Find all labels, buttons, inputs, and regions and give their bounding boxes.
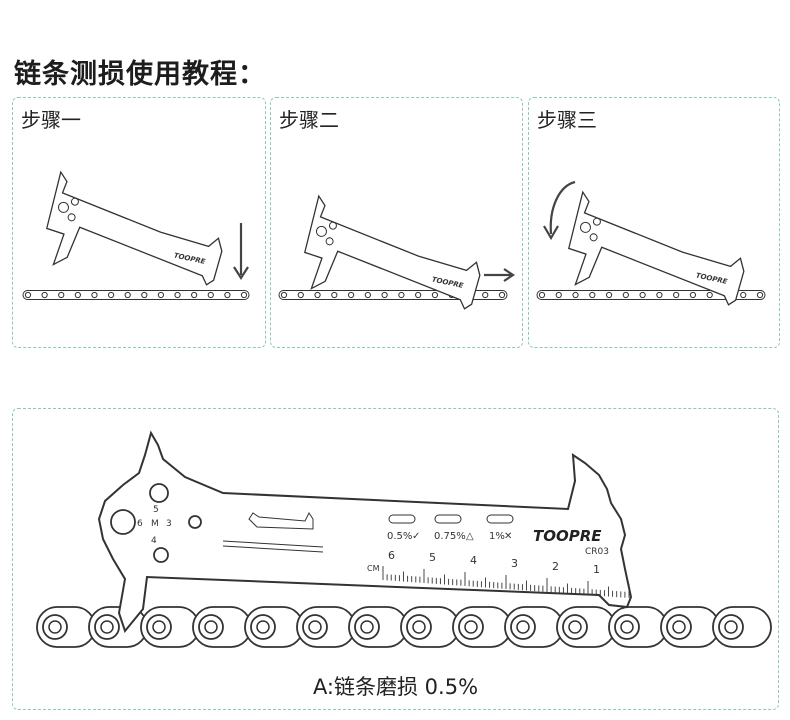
ruler-unit: CM bbox=[367, 564, 380, 573]
brand-text: TOOPRE bbox=[533, 527, 602, 545]
chain-pin bbox=[48, 620, 62, 634]
chain-pin bbox=[706, 291, 713, 299]
curved-arrow-icon bbox=[543, 180, 576, 241]
wear-label-075: 0.75% bbox=[434, 531, 466, 542]
step-2-illustration: TOOPRE bbox=[278, 194, 515, 310]
chain-pin bbox=[538, 291, 546, 299]
chain-pin bbox=[331, 291, 338, 299]
chain-pin bbox=[639, 291, 646, 299]
chain-pin bbox=[224, 291, 231, 299]
hole-label-6: 6 bbox=[137, 519, 143, 529]
chain-pin bbox=[256, 620, 270, 634]
chain-pin bbox=[431, 291, 439, 299]
detail-panel: 5 6 M 3 4 0.5% ✓ 0.75% △ 1% ✕ TOOPR bbox=[12, 408, 779, 710]
chain-pin bbox=[347, 291, 355, 299]
chain-pin bbox=[464, 620, 478, 634]
chain-pin bbox=[398, 291, 405, 299]
wear-label-05: 0.5% bbox=[387, 531, 412, 542]
large-chain bbox=[36, 606, 772, 648]
ruler-number-4: 4 bbox=[470, 554, 477, 567]
step-1-illustration: TOOPRE bbox=[22, 170, 250, 300]
chain-pin bbox=[124, 291, 131, 299]
chain-pin bbox=[381, 291, 388, 299]
chain-pin bbox=[555, 291, 562, 299]
chain-pin bbox=[572, 291, 579, 299]
chain-pin bbox=[740, 291, 747, 299]
ruler-number-5: 5 bbox=[429, 551, 436, 564]
ruler-number-2: 2 bbox=[552, 560, 559, 573]
step-label-2: 步骤二 bbox=[279, 108, 339, 132]
chain-pin bbox=[204, 620, 218, 634]
engraved-mini-diagram bbox=[222, 512, 324, 553]
ruler-scale bbox=[382, 566, 630, 598]
chain-pin bbox=[107, 291, 115, 299]
chain-illustration bbox=[22, 290, 250, 300]
checker-tool: TOOPRE bbox=[567, 190, 745, 306]
step-3-illustration: TOOPRE bbox=[536, 180, 766, 306]
down-arrow-icon bbox=[233, 223, 249, 281]
step-panel-3: 步骤三 TOOPRE bbox=[528, 97, 780, 348]
hole-label-4: 4 bbox=[151, 536, 157, 546]
chain-pin bbox=[41, 291, 48, 299]
chain-pin bbox=[207, 291, 214, 299]
checker-tool: TOOPRE bbox=[45, 170, 223, 286]
right-arrow-icon bbox=[484, 268, 515, 282]
wear-symbol-cross-icon: ✕ bbox=[504, 531, 512, 542]
wear-label-1: 1% bbox=[489, 531, 505, 542]
step-panel-2: 步骤二 TOOPRE bbox=[270, 97, 523, 348]
chain-pin bbox=[100, 620, 114, 634]
step-panel-1: 步骤一 TOOPRE bbox=[12, 97, 266, 348]
chain-pin bbox=[308, 620, 322, 634]
hole-label-3: 3 bbox=[166, 519, 172, 529]
checker-tool: TOOPRE bbox=[303, 194, 481, 310]
chain-pin bbox=[191, 291, 198, 299]
chain-pin bbox=[141, 291, 148, 299]
chain-pin bbox=[656, 291, 663, 299]
chain-pin bbox=[91, 291, 98, 299]
detail-illustration: 5 6 M 3 4 0.5% ✓ 0.75% △ 1% ✕ TOOPR bbox=[36, 430, 772, 648]
chain-pin bbox=[673, 291, 680, 299]
chain-pin bbox=[174, 291, 181, 299]
chain-pin bbox=[297, 291, 304, 299]
chain-pin bbox=[364, 291, 371, 299]
step-label-1: 步骤一 bbox=[21, 108, 81, 132]
chain-pin bbox=[622, 291, 629, 299]
chain-pin bbox=[415, 291, 422, 299]
chain-pin bbox=[24, 291, 32, 299]
page-title: 链条测损使用教程： bbox=[14, 59, 266, 90]
detail-caption: A:链条磨损 0.5% bbox=[312, 675, 479, 699]
chain-pin bbox=[314, 291, 321, 299]
hole-label-5: 5 bbox=[153, 505, 159, 515]
ruler-number-6: 6 bbox=[388, 549, 395, 562]
chain-pin bbox=[157, 291, 165, 299]
chain-pin bbox=[74, 291, 81, 299]
step-label-3: 步骤三 bbox=[537, 108, 597, 132]
chain-pin bbox=[152, 620, 166, 634]
chain-pin bbox=[605, 291, 613, 299]
hole-label-m: M bbox=[151, 519, 159, 529]
chain-pin bbox=[360, 620, 374, 634]
wear-icons bbox=[388, 514, 514, 524]
chain-pin bbox=[672, 620, 686, 634]
chain-pin bbox=[516, 620, 530, 634]
chain-pin bbox=[689, 291, 697, 299]
wear-symbol-triangle-icon: △ bbox=[466, 531, 474, 542]
chain-pin bbox=[240, 291, 248, 299]
chain-pin bbox=[498, 291, 506, 299]
chain-pin bbox=[280, 291, 288, 299]
model-text: CR03 bbox=[585, 547, 609, 557]
chain-pin bbox=[568, 620, 582, 634]
ruler-number-1: 1 bbox=[593, 563, 600, 576]
ruler-number-3: 3 bbox=[511, 557, 518, 570]
wear-symbol-check-icon: ✓ bbox=[412, 531, 420, 542]
chain-pin bbox=[482, 291, 489, 299]
chain-illustration bbox=[536, 290, 766, 300]
checker-tool-large: 5 6 M 3 4 0.5% ✓ 0.75% △ 1% ✕ TOOPR bbox=[97, 430, 633, 634]
chain-pin bbox=[620, 620, 634, 634]
chain-pin bbox=[58, 291, 65, 299]
chain-pin bbox=[412, 620, 426, 634]
chain-pin bbox=[589, 291, 596, 299]
chain-pin bbox=[756, 291, 764, 299]
chain-pin bbox=[724, 620, 738, 634]
